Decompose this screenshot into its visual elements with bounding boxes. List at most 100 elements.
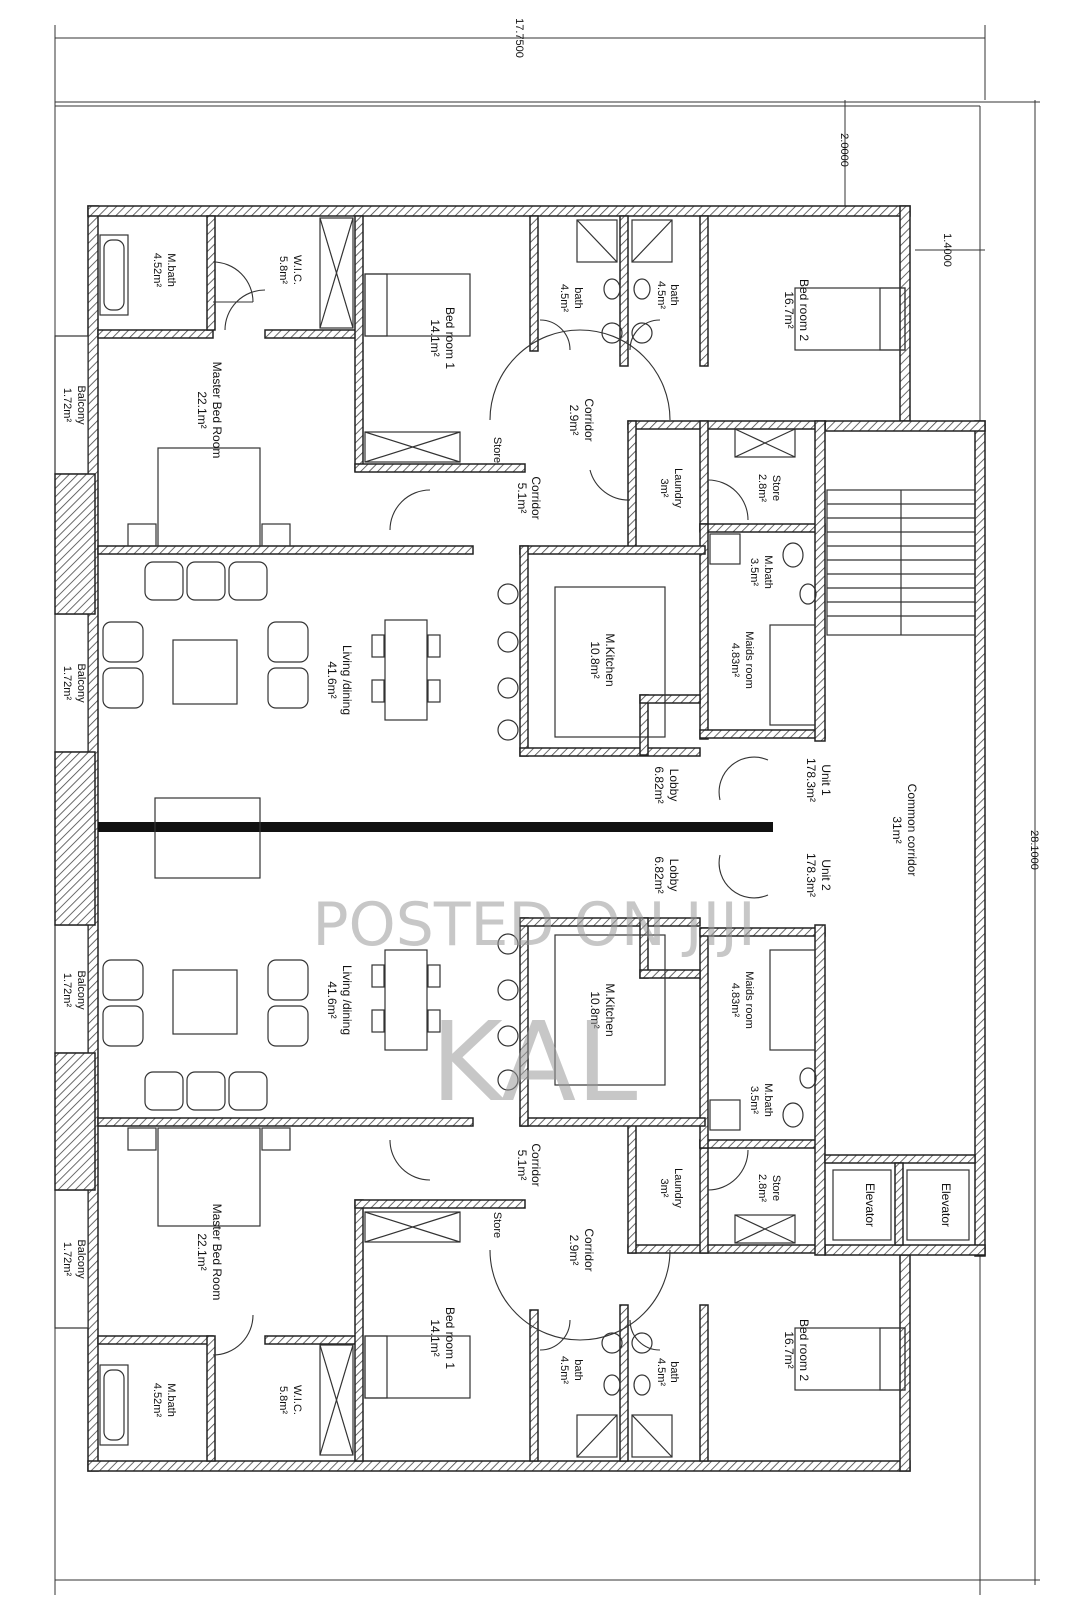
offset-side-dimension: 1.4000	[941, 233, 953, 267]
u2-store-small-name: Store	[491, 1212, 503, 1238]
u1-bath-a-area: 4.5m²	[558, 284, 570, 312]
u1-maid-bath-area: 3.5m²	[748, 558, 760, 586]
u1-master-bedroom-name: Master Bed Room	[210, 362, 224, 459]
u2-wic-name: W.I.C.	[291, 1385, 303, 1415]
u1-bath-b-area: 4.5m²	[655, 281, 667, 309]
u2-bedroom1-name: Bed room 1	[443, 1307, 457, 1369]
unit1-labels: M.bath 4.52m² W.I.C. 5.8m² Bed room 1 14…	[61, 253, 833, 804]
u1-corridor-b-area: 5.1m²	[515, 483, 529, 514]
u1-bedroom1-name: Bed room 1	[443, 307, 457, 369]
unit1-furniture	[99, 217, 906, 879]
u1-unit-name: Unit 1	[819, 764, 833, 796]
u1-bedroom2-name: Bed room 2	[797, 279, 811, 341]
u1-master-bath-area: 4.52m²	[151, 253, 163, 288]
overall-length-dimension: 28.1000	[1028, 830, 1040, 870]
elevators	[824, 1154, 976, 1246]
u1-store-small-name: Store	[491, 437, 503, 463]
u2-balcony2-name: Balcony	[75, 1239, 87, 1279]
stairs	[826, 489, 976, 636]
u1-kitchen-area: 10.8m²	[588, 641, 602, 678]
u1-laundry-name: Laundry	[672, 468, 684, 508]
u1-balcony1-name: Balcony	[75, 385, 87, 425]
elevator-1-label: Elevator	[863, 1183, 877, 1227]
u2-lobby-name: Lobby	[667, 859, 681, 892]
u1-store-name: Store	[770, 475, 782, 501]
u2-bath-a-area: 4.5m²	[558, 1356, 570, 1384]
overall-width-dimension: 17.7500	[513, 18, 525, 58]
common-corridor-name: Common corridor	[905, 784, 919, 877]
dimension-lines	[54, 25, 1040, 1595]
u2-unit-area: 178.3m²	[804, 853, 818, 897]
watermark-line2: KAL	[431, 998, 638, 1126]
u2-lobby-area: 6.82m²	[652, 856, 666, 893]
u2-kitchen-name: M.Kitchen	[603, 983, 617, 1036]
u1-maids-room-area: 4.83m²	[729, 643, 741, 678]
u1-maid-bath-name: M.bath	[762, 555, 774, 589]
u2-living-area: 41.6m²	[325, 981, 339, 1018]
u1-wic-area: 5.8m²	[277, 256, 289, 284]
elevator-2-label: Elevator	[939, 1183, 953, 1227]
u2-store-name: Store	[770, 1175, 782, 1201]
balconies	[54, 335, 96, 1329]
u1-master-bath-name: M.bath	[165, 253, 177, 287]
u1-bath-b-name: bath	[668, 284, 680, 305]
doors	[212, 261, 769, 1356]
u2-corridor-a-area: 2.9m²	[567, 1235, 581, 1266]
u2-balcony1-area: 1.72m²	[61, 973, 73, 1008]
u1-maids-room-name: Maids room	[743, 631, 755, 688]
u1-kitchen-name: M.Kitchen	[603, 633, 617, 686]
u2-laundry-area: 3m²	[658, 1179, 670, 1198]
u2-bedroom2-area: 16.7m²	[782, 1331, 796, 1368]
u2-living-name: Living /dining	[340, 965, 354, 1035]
u2-maids-room-name: Maids room	[743, 971, 755, 1028]
unit2-furniture	[99, 933, 906, 1458]
u2-unit-name: Unit 2	[819, 859, 833, 891]
u2-master-bedroom-name: Master Bed Room	[210, 1204, 224, 1301]
watermark: POSTED ON JIJI KAL	[312, 890, 755, 1126]
u1-master-bedroom-area: 22.1m²	[195, 391, 209, 428]
common-corridor-area: 31m²	[890, 816, 904, 843]
u1-corridor-b-name: Corridor	[529, 476, 543, 519]
u2-bath-b-area: 4.5m²	[655, 1358, 667, 1386]
u1-wic-name: W.I.C.	[291, 255, 303, 285]
u1-corridor-a-name: Corridor	[582, 398, 596, 441]
u2-bedroom2-name: Bed room 2	[797, 1319, 811, 1381]
u2-master-bath-area: 4.52m²	[151, 1383, 163, 1418]
u1-bedroom1-area: 14.1m²	[428, 319, 442, 356]
u1-unit-area: 178.3m²	[804, 758, 818, 802]
u1-living-area: 41.6m²	[325, 661, 339, 698]
u2-master-bath-name: M.bath	[165, 1383, 177, 1417]
common-labels: Common corridor 31m² Elevator Elevator	[863, 784, 953, 1227]
u2-bedroom1-area: 14.1m²	[428, 1319, 442, 1356]
u2-corridor-b-name: Corridor	[529, 1143, 543, 1186]
u1-balcony2-name: Balcony	[75, 663, 87, 703]
watermark-line1: POSTED ON JIJI	[312, 890, 755, 960]
u1-balcony1-area: 1.72m²	[61, 388, 73, 423]
u2-bath-b-name: bath	[668, 1361, 680, 1382]
u2-master-bedroom-area: 22.1m²	[195, 1233, 209, 1270]
u2-corridor-b-area: 5.1m²	[515, 1150, 529, 1181]
u1-lobby-area: 6.82m²	[652, 766, 666, 803]
u2-maid-bath-name: M.bath	[762, 1083, 774, 1117]
offset-top-dimension: 2.0000	[838, 133, 850, 167]
u2-maids-room-area: 4.83m²	[729, 983, 741, 1018]
u2-store-area: 2.8m²	[756, 1174, 768, 1202]
unit1-interior-walls	[97, 215, 826, 757]
u1-laundry-area: 3m²	[658, 479, 670, 498]
u1-bedroom2-area: 16.7m²	[782, 291, 796, 328]
unit2-interior-walls	[97, 917, 826, 1462]
u1-balcony2-area: 1.72m²	[61, 666, 73, 701]
u1-store-area: 2.8m²	[756, 474, 768, 502]
u2-balcony1-name: Balcony	[75, 970, 87, 1010]
u1-living-name: Living /dining	[340, 645, 354, 715]
u1-bath-a-name: bath	[572, 287, 584, 308]
u2-laundry-name: Laundry	[672, 1168, 684, 1208]
u2-corridor-a-name: Corridor	[582, 1228, 596, 1271]
u2-kitchen-area: 10.8m²	[588, 991, 602, 1028]
u2-maid-bath-area: 3.5m²	[748, 1086, 760, 1114]
u2-bath-a-name: bath	[572, 1359, 584, 1380]
u2-balcony2-area: 1.72m²	[61, 1242, 73, 1277]
u1-corridor-a-area: 2.9m²	[567, 405, 581, 436]
u1-lobby-name: Lobby	[667, 769, 681, 802]
